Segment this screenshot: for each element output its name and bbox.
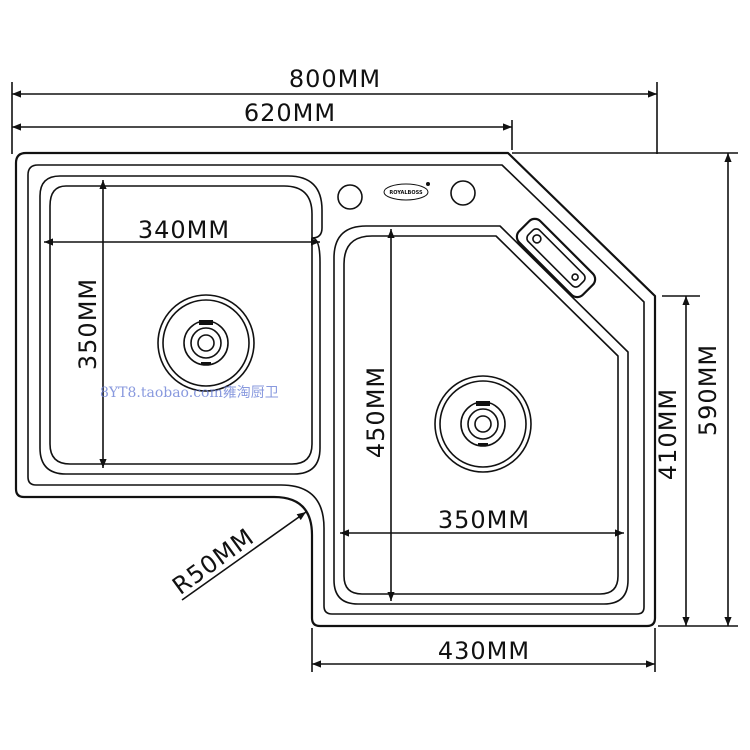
dim-label-340: 340MM [138,216,230,244]
small-bowl-outer [39,175,323,475]
dim-label-r50: R50MM [167,523,259,601]
dim-width-upper: 620MM [12,99,513,150]
overflow-slot [515,217,597,299]
sink-rim-outline [27,164,645,615]
dim-large-bowl-depth: 450MM [362,229,395,601]
dim-large-bowl-width: 350MM [340,506,624,537]
sink-outer-outline [14,151,657,628]
dim-bottom-width: 430MM [311,628,656,672]
dim-label-800: 800MM [289,65,381,93]
dim-depth-total: 590MM [512,152,738,627]
dim-label-410: 410MM [654,388,682,480]
dim-label-430: 430MM [438,637,530,665]
dim-small-bowl-width: 340MM [44,216,320,246]
dim-depth-right: 410MM [654,295,700,626]
large-bowl-inner [343,235,619,595]
faucet-hole-right [450,180,476,206]
dim-label-620: 620MM [244,99,336,127]
dim-small-bowl-depth: 350MM [74,180,107,468]
small-bowl-inner [49,185,313,465]
svg-text:ROYALBOSS: ROYALBOSS [389,190,423,196]
faucet-hole-left [337,184,363,210]
dim-label-590: 590MM [694,344,722,436]
drain-left [157,294,255,392]
dim-corner-radius: R50MM [167,511,307,601]
dim-label-350-horizontal: 350MM [438,506,530,534]
drain-right [434,375,532,473]
large-bowl-outer [333,225,629,605]
dim-label-350-vertical: 350MM [74,278,102,370]
brand-logo: ROYALBOSS [383,182,430,201]
watermark-text: 8YT8.taobao.com雍淘厨卫 [100,385,279,401]
dim-label-450: 450MM [362,366,390,458]
dim-width-total: 800MM [11,65,658,154]
